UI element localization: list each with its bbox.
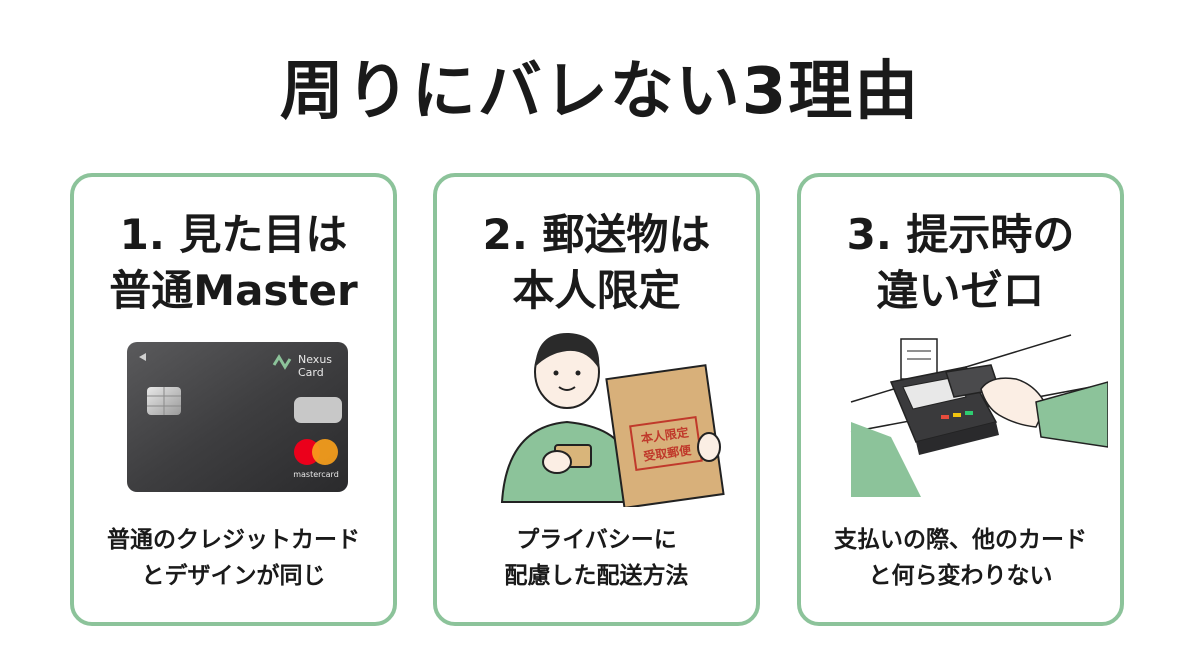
payment-terminal-illustration bbox=[850, 334, 1108, 497]
page-title: 周りにバレない3理由 bbox=[279, 55, 921, 129]
person-envelope-illustration: 本人限定 受取郵便 bbox=[500, 332, 725, 507]
card-body bbox=[127, 342, 348, 492]
card-desc-line-2: 配慮した配送方法 bbox=[504, 563, 689, 589]
card-heading-line-1: 1. 見た目は bbox=[119, 210, 348, 259]
contactless-arrow-icon bbox=[139, 353, 146, 361]
person-hair bbox=[535, 332, 600, 369]
mastercard-orange-circle bbox=[312, 439, 338, 465]
card-heading: 1. 見た目は 普通Master bbox=[74, 207, 393, 319]
card-desc-line-2: とデザインが同じ bbox=[141, 563, 326, 589]
card-heading: 3. 提示時の 違いゼロ bbox=[801, 207, 1120, 319]
card-brand-line-1: Nexus bbox=[298, 353, 332, 366]
card-description: 普通のクレジットカード とデザインが同じ bbox=[74, 522, 393, 594]
card-desc-line-2: と何ら変わりない bbox=[868, 563, 1053, 589]
payer-sleeve bbox=[1035, 381, 1108, 448]
envelope: 本人限定 受取郵便 bbox=[605, 364, 725, 507]
counter-shadow bbox=[851, 422, 921, 497]
person-hand bbox=[542, 450, 572, 474]
card-heading-line-1: 2. 郵送物は bbox=[482, 210, 711, 259]
mastercard-red-circle bbox=[294, 439, 320, 465]
card-heading-line-2: 違いゼロ bbox=[876, 266, 1045, 315]
stamp-line-1: 本人限定 bbox=[640, 424, 690, 446]
card-desc-line-1: プライバシーに bbox=[516, 527, 677, 553]
reason-card-3: 3. 提示時の 違いゼロ 支払いの際、他のカード と何ら変わりない bbox=[797, 173, 1124, 626]
card-heading-line-2: 普通Master bbox=[109, 266, 358, 315]
hologram-icon bbox=[294, 397, 342, 423]
person-hand-right bbox=[697, 432, 721, 462]
nexus-logo-icon bbox=[272, 354, 292, 370]
card-desc-line-1: 普通のクレジットカード bbox=[107, 527, 360, 553]
stamp-line-2: 受取郵便 bbox=[642, 442, 693, 464]
credit-card-illustration: Nexus Card mastercard bbox=[127, 342, 348, 492]
card-heading: 2. 郵送物は 本人限定 bbox=[437, 207, 756, 319]
reason-card-1: 1. 見た目は 普通Master Nexus Card mastercard bbox=[70, 173, 397, 626]
card-brand-line-2: Card bbox=[298, 366, 324, 379]
card-desc-line-1: 支払いの際、他のカード bbox=[834, 527, 1087, 553]
card-description: 支払いの際、他のカード と何ら変わりない bbox=[801, 522, 1120, 594]
card-heading-line-1: 3. 提示時の bbox=[846, 210, 1075, 259]
card-heading-line-2: 本人限定 bbox=[512, 266, 681, 315]
card-description: プライバシーに 配慮した配送方法 bbox=[437, 522, 756, 594]
reason-card-2: 2. 郵送物は 本人限定 本人限定 受取郵便 プライバシーに 配慮した配送方法 bbox=[433, 173, 760, 626]
stamp-box bbox=[629, 416, 703, 472]
card-network-label: mastercard bbox=[293, 470, 339, 479]
